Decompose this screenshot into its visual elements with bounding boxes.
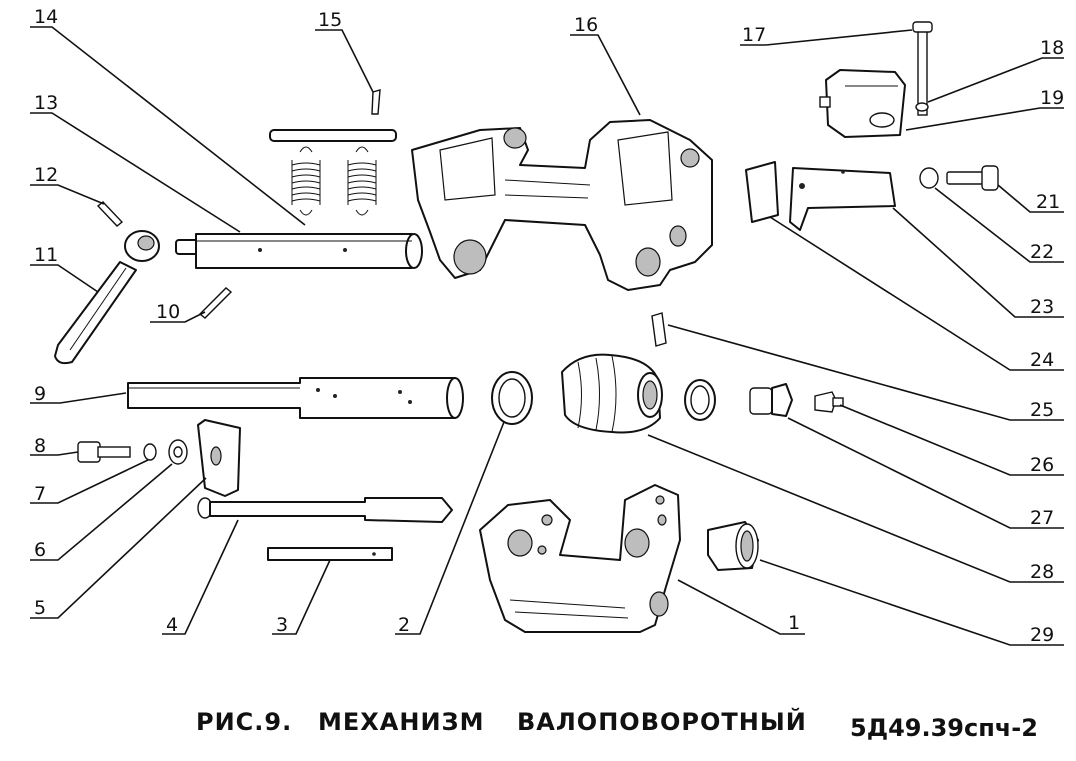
leader-lines <box>30 26 1064 646</box>
part-15-springs-pin <box>269 89 397 216</box>
label-5: 5 <box>34 597 46 619</box>
diagram-svg: 1 2 3 4 5 6 7 8 9 10 11 12 13 14 15 16 1… <box>30 6 1064 646</box>
caption-title-part2: ВАЛОПОВОРОТНЫЙ <box>517 708 807 736</box>
part-17-19-switch-assembly <box>819 21 933 138</box>
label-17: 17 <box>742 24 766 46</box>
ring-part <box>684 379 716 421</box>
caption-figure-number: РИС.9. <box>196 708 293 736</box>
label-26: 26 <box>1030 454 1054 476</box>
part-8-bolt <box>77 441 131 463</box>
part-4-pin <box>197 497 453 523</box>
label-15: 15 <box>318 9 342 31</box>
caption-drawing-code: 5Д49.39спч-2 <box>850 714 1038 742</box>
part-1-bracket <box>479 484 681 633</box>
figure-caption: РИС.9. МЕХАНИЗМ ВАЛОПОВОРОТНЫЙ 5Д49.39сп… <box>0 700 1076 750</box>
part-6-washer <box>168 439 188 465</box>
label-29: 29 <box>1030 624 1054 646</box>
label-27: 27 <box>1030 507 1054 529</box>
caption-title-part1: МЕХАНИЗМ <box>318 708 485 736</box>
part-13-shaft <box>175 233 423 269</box>
part-25-pin <box>651 312 667 347</box>
part-9-shaft <box>127 377 464 419</box>
part-27-plug <box>749 383 793 417</box>
label-28: 28 <box>1030 561 1054 583</box>
label-19: 19 <box>1040 87 1064 109</box>
label-22: 22 <box>1030 241 1054 263</box>
part-7-washer <box>143 443 157 461</box>
part-5-plate <box>197 419 241 497</box>
label-11: 11 <box>34 244 58 266</box>
label-12: 12 <box>34 164 58 186</box>
part-16-housing <box>411 119 713 291</box>
label-9: 9 <box>34 383 46 405</box>
part-12-pin <box>96 201 124 227</box>
label-2: 2 <box>398 614 410 636</box>
part-21-24-bracket-assembly <box>745 161 999 231</box>
callout-labels: 1 2 3 4 5 6 7 8 9 10 11 12 13 14 15 16 1… <box>34 6 1064 646</box>
part-10-pin <box>198 287 233 319</box>
label-13: 13 <box>34 92 58 114</box>
part-26-plug <box>814 391 844 413</box>
label-24: 24 <box>1030 349 1054 371</box>
label-16: 16 <box>574 14 598 36</box>
label-25: 25 <box>1030 399 1054 421</box>
label-4: 4 <box>166 614 178 636</box>
label-6: 6 <box>34 539 46 561</box>
label-23: 23 <box>1030 296 1054 318</box>
label-7: 7 <box>34 483 46 505</box>
label-18: 18 <box>1040 37 1064 59</box>
part-11-handle <box>54 230 160 365</box>
label-14: 14 <box>34 6 58 28</box>
label-10: 10 <box>156 301 180 323</box>
label-21: 21 <box>1036 191 1060 213</box>
part-3-pin <box>267 547 393 561</box>
label-8: 8 <box>34 435 46 457</box>
label-1: 1 <box>788 612 800 634</box>
part-2-ring <box>491 371 533 425</box>
label-3: 3 <box>276 614 288 636</box>
part-28-bellows <box>561 353 663 434</box>
part-29-bushing <box>707 521 759 571</box>
